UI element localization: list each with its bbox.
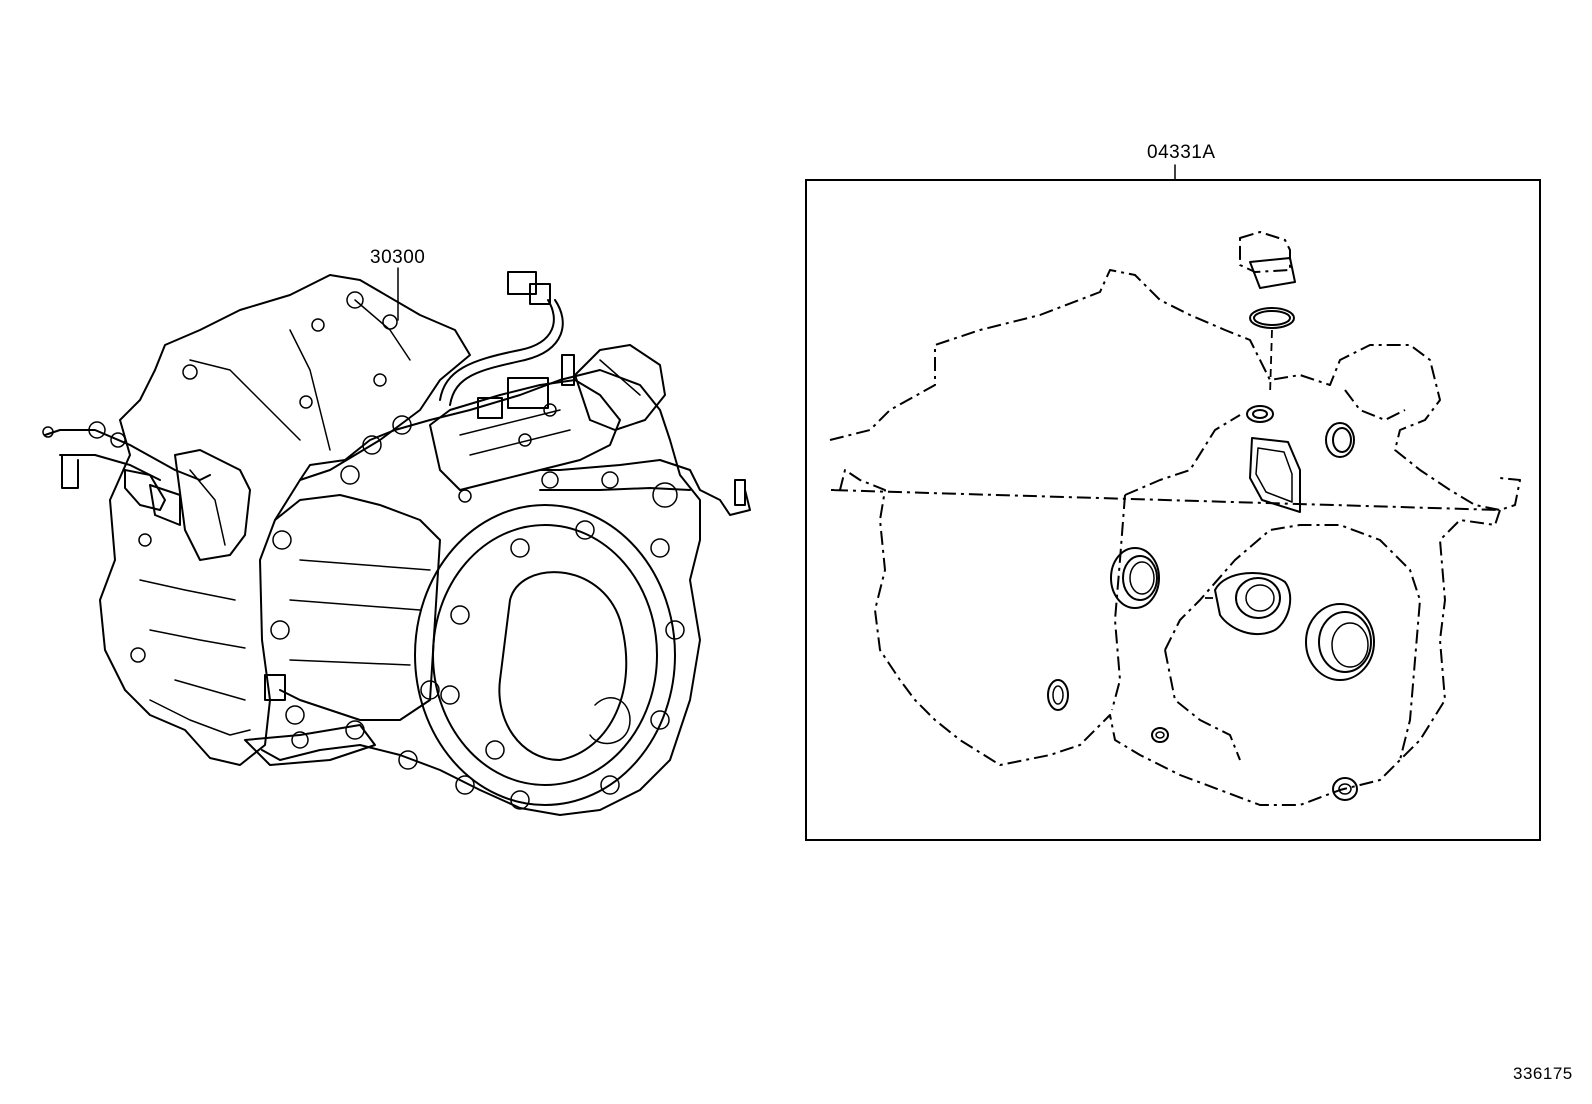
gasket-kit-part-number: 04331A [1147,142,1216,163]
illustration-id: 336175 [1513,1064,1573,1083]
gasket-kit-drawing [805,164,1541,841]
transaxle-part-number: 30300 [370,247,426,268]
transaxle-assembly-drawing [42,267,751,816]
